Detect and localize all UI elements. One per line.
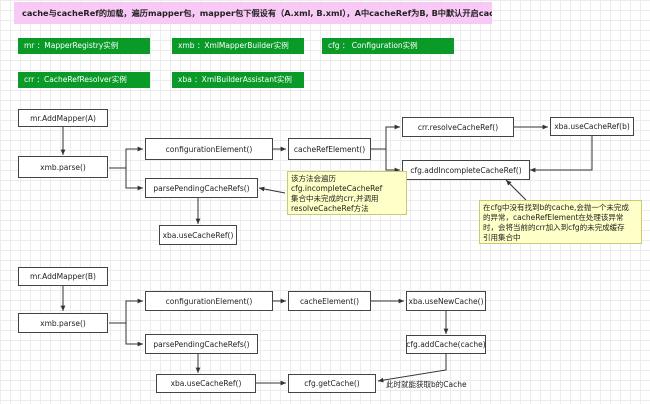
arrow-b-addcache-getcache: [377, 354, 447, 383]
arrow-b-parse-config: [109, 298, 143, 324]
legend-mr: mr ：MapperRegistry实例: [18, 38, 150, 54]
note-line: 引用集合中: [483, 233, 521, 242]
arrow-a-cacheref-addincomplete: [385, 149, 400, 173]
b-add-mapper-box: mr.AddMapper(B): [18, 267, 108, 286]
a-add-incomplete-box: cfg.addIncompleteCacheRef(): [402, 160, 530, 180]
note-line: 集合中未完成的crr,并调用: [291, 194, 379, 203]
b-get-cache-box: cfg.getCache(): [288, 374, 376, 393]
a-use-cache-ref-box: xba.useCacheRef(): [159, 225, 237, 245]
arrow-a-note-pending: [258, 186, 286, 194]
a-cache-ref-element-box: cacheRefElement(): [288, 138, 371, 160]
note-line: 时，会将当前的crr加入到cfg的未完成缓存: [483, 223, 625, 232]
arrow-a-cacheref-resolve: [371, 124, 400, 150]
b-parse-box: xmb.parse(): [18, 313, 108, 333]
a-resolve-cache-ref-box: crr.resolveCacheRef(): [402, 117, 514, 137]
b-use-cache-ref-box: xba.useCacheRef(): [156, 374, 256, 393]
diagram-title: cache与cacheRef的加载，遍历mapper包，mapper包下假设有（…: [14, 2, 492, 24]
note-line: 该方法会遍历: [291, 174, 336, 183]
arrow-b-parse-pending: [125, 323, 143, 347]
a-configuration-element-box: configurationElement(): [145, 138, 273, 160]
a-note-exception: 在cfg中没有找到b的cache,会抛一个未完成 的异常，cacheRefEle…: [479, 200, 642, 244]
a-use-cache-ref-b-box: xba.useCacheRef(b): [550, 117, 634, 136]
a-parse-box: xmb.parse(): [18, 156, 108, 178]
note-line: 的异常，cacheRefElement在处理该异常: [483, 213, 624, 222]
a-parse-pending-box: parsePendingCacheRefs(): [145, 178, 258, 198]
legend-crr: crr ：CacheRefResolver实例: [18, 72, 150, 88]
note-line: cfg.incompleteCacheRef: [291, 184, 383, 193]
b-parse-pending-box: parsePendingCacheRefs(): [145, 334, 258, 354]
note-line: resolveCacheRef方法: [291, 204, 369, 213]
b-use-new-cache-box: xba.useNewCache(): [406, 291, 486, 311]
arrow-a-usecacheref-addincomplete: [530, 136, 593, 173]
b-note-get-cache: 此时就能获取b的Cache: [386, 380, 467, 389]
a-note-parse-pending: 该方法会遍历 cfg.incompleteCacheRef 集合中未完成的crr…: [287, 171, 407, 215]
b-cache-element-box: cacheElement(): [288, 291, 371, 311]
a-add-mapper-box: mr.AddMapper(A): [18, 109, 108, 127]
arrow-a-parse-pending: [109, 167, 143, 191]
legend-xmb: xmb ：XmlMapperBuilder实例: [172, 38, 304, 54]
arrow-a-parse-config: [109, 146, 143, 169]
note-line: 在cfg中没有找到b的cache,会抛一个未完成: [483, 203, 629, 212]
b-add-cache-box: cfg.addCache(cache): [406, 335, 486, 354]
legend-cfg: cfg ： Configuration实例: [322, 38, 454, 54]
legend-xba: xba ：XmlBuilderAssistant实例: [172, 72, 304, 88]
arrow-a-note-addincomplete: [505, 179, 527, 201]
b-configuration-element-box: configurationElement(): [145, 291, 273, 311]
